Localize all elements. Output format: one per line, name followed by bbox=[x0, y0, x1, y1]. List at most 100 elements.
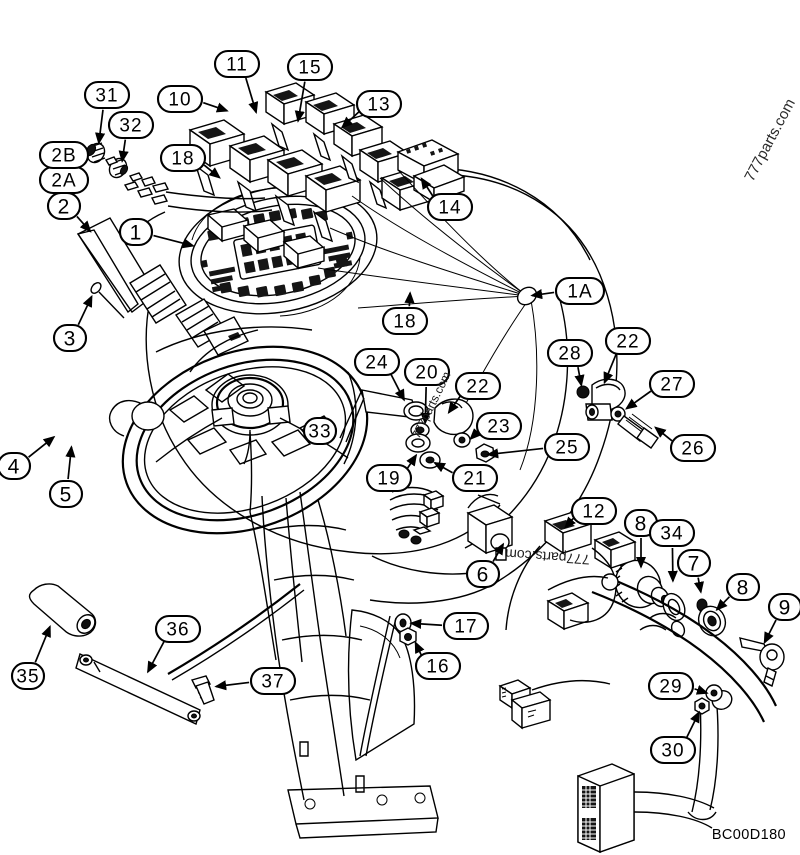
callout-bubble[interactable] bbox=[426, 192, 474, 222]
callout-leader-line bbox=[414, 641, 425, 656]
part-36-strap bbox=[75, 653, 201, 725]
part-9-key bbox=[739, 637, 785, 688]
callout-number: 28 bbox=[558, 344, 581, 365]
callout-32: 32 bbox=[107, 110, 155, 163]
callout-bubble[interactable] bbox=[543, 432, 591, 462]
callout-bubble[interactable] bbox=[0, 451, 32, 481]
callout-bubble[interactable] bbox=[154, 614, 202, 644]
callout-bubble[interactable] bbox=[83, 80, 131, 110]
callout-leader-line bbox=[654, 426, 673, 442]
callout-number: 8 bbox=[635, 513, 648, 536]
callout-leader-line bbox=[34, 624, 51, 663]
callout-bubble[interactable] bbox=[451, 463, 499, 493]
callout-bubble[interactable] bbox=[647, 671, 695, 701]
callout-number: 22 bbox=[466, 377, 489, 398]
callout-bubble[interactable] bbox=[570, 496, 618, 526]
callout-bubble[interactable] bbox=[648, 369, 696, 399]
lower-pivot-hardware bbox=[359, 613, 417, 757]
part-3-screw bbox=[90, 282, 125, 319]
callout-bubble[interactable] bbox=[107, 110, 155, 140]
part-21-spacer bbox=[419, 451, 441, 469]
callout-leader-line bbox=[203, 101, 229, 113]
callout-bubble[interactable] bbox=[546, 338, 594, 368]
callout-bubble[interactable] bbox=[414, 651, 462, 681]
callout-leader-line bbox=[28, 435, 56, 458]
callout-36: 36 bbox=[147, 614, 202, 674]
callout-bubble[interactable] bbox=[118, 217, 154, 247]
part-26-bolt bbox=[617, 413, 659, 449]
callout-bubble[interactable] bbox=[52, 323, 88, 353]
callout-leader-line bbox=[406, 453, 418, 469]
part-25-nut bbox=[475, 443, 495, 463]
callout-18: 18 bbox=[159, 143, 221, 179]
callout-leader-line bbox=[433, 461, 453, 474]
callout-bubble[interactable] bbox=[48, 479, 84, 509]
callout-14: 14 bbox=[420, 177, 474, 222]
callout-bubble[interactable] bbox=[767, 592, 800, 622]
callout-bubble[interactable] bbox=[302, 416, 338, 446]
callout-bubble[interactable] bbox=[649, 735, 697, 765]
callout-bubble[interactable] bbox=[403, 357, 451, 387]
callout-26: 26 bbox=[654, 426, 717, 463]
callout-leader-line bbox=[65, 445, 76, 480]
callout-bubble[interactable] bbox=[381, 306, 429, 336]
callout-number: 10 bbox=[168, 90, 191, 111]
center-right-switches bbox=[466, 493, 637, 631]
callout-bubble[interactable] bbox=[38, 140, 90, 170]
callout-number: 20 bbox=[415, 363, 438, 384]
callout-10: 10 bbox=[156, 84, 229, 114]
callout-number: 7 bbox=[688, 553, 701, 576]
callout-bubble[interactable] bbox=[365, 463, 413, 493]
callout-bubble[interactable] bbox=[475, 411, 523, 441]
callout-bubble[interactable] bbox=[353, 347, 401, 377]
callout-bubble[interactable] bbox=[355, 89, 403, 119]
callout-leader-line bbox=[469, 428, 482, 441]
callout-bubble[interactable] bbox=[213, 49, 261, 79]
callout-bubble[interactable] bbox=[725, 572, 761, 602]
callout-number: 9 bbox=[779, 597, 792, 620]
callout-5: 5 bbox=[48, 445, 84, 509]
lever-pivot-hardware bbox=[85, 142, 273, 213]
callout-number: 29 bbox=[659, 677, 682, 698]
callout-bubble[interactable] bbox=[676, 548, 712, 578]
callout-13: 13 bbox=[340, 89, 403, 129]
callout-9: 9 bbox=[763, 592, 800, 645]
part-17-washer bbox=[394, 613, 412, 633]
callout-bubble[interactable] bbox=[10, 661, 46, 691]
callout-number: 18 bbox=[393, 312, 416, 333]
callout-1a: 1A bbox=[530, 276, 606, 306]
part-22b-bracket bbox=[585, 378, 626, 421]
callout-number: 27 bbox=[660, 375, 683, 396]
callout-leader-line bbox=[214, 680, 250, 691]
callout-bubble[interactable] bbox=[159, 143, 207, 173]
callout-16: 16 bbox=[414, 641, 462, 681]
callout-number: 12 bbox=[582, 502, 605, 523]
callout-leader-line bbox=[153, 234, 195, 249]
callout-22: 22 bbox=[447, 371, 502, 415]
callout-bubble[interactable] bbox=[669, 433, 717, 463]
part-29-washer bbox=[705, 684, 723, 702]
callout-leader-line bbox=[118, 139, 129, 163]
callout-bubble[interactable] bbox=[286, 52, 334, 82]
callout-bubble[interactable] bbox=[604, 326, 652, 356]
callout-bubble[interactable] bbox=[465, 559, 501, 589]
callout-number: 16 bbox=[426, 657, 449, 678]
callout-bubble[interactable] bbox=[156, 84, 204, 114]
tube-mount-hardware bbox=[694, 684, 723, 715]
callout-bubble[interactable] bbox=[249, 666, 297, 696]
callout-37: 37 bbox=[214, 666, 297, 696]
callout-leader-line bbox=[763, 619, 777, 645]
callout-bubble[interactable] bbox=[648, 518, 696, 548]
callout-leader-line bbox=[715, 596, 731, 611]
callout-leader-line bbox=[294, 81, 306, 123]
callout-number: 33 bbox=[308, 422, 331, 443]
callout-leader-line bbox=[340, 111, 360, 129]
callout-bubble[interactable] bbox=[442, 611, 490, 641]
callout-bubble[interactable] bbox=[554, 276, 606, 306]
lever-boot-bellows bbox=[129, 264, 187, 324]
callout-bubble[interactable] bbox=[454, 371, 502, 401]
callout-leader-line bbox=[694, 684, 709, 695]
callout-leader-line bbox=[147, 640, 165, 674]
callout-15: 15 bbox=[286, 52, 334, 123]
